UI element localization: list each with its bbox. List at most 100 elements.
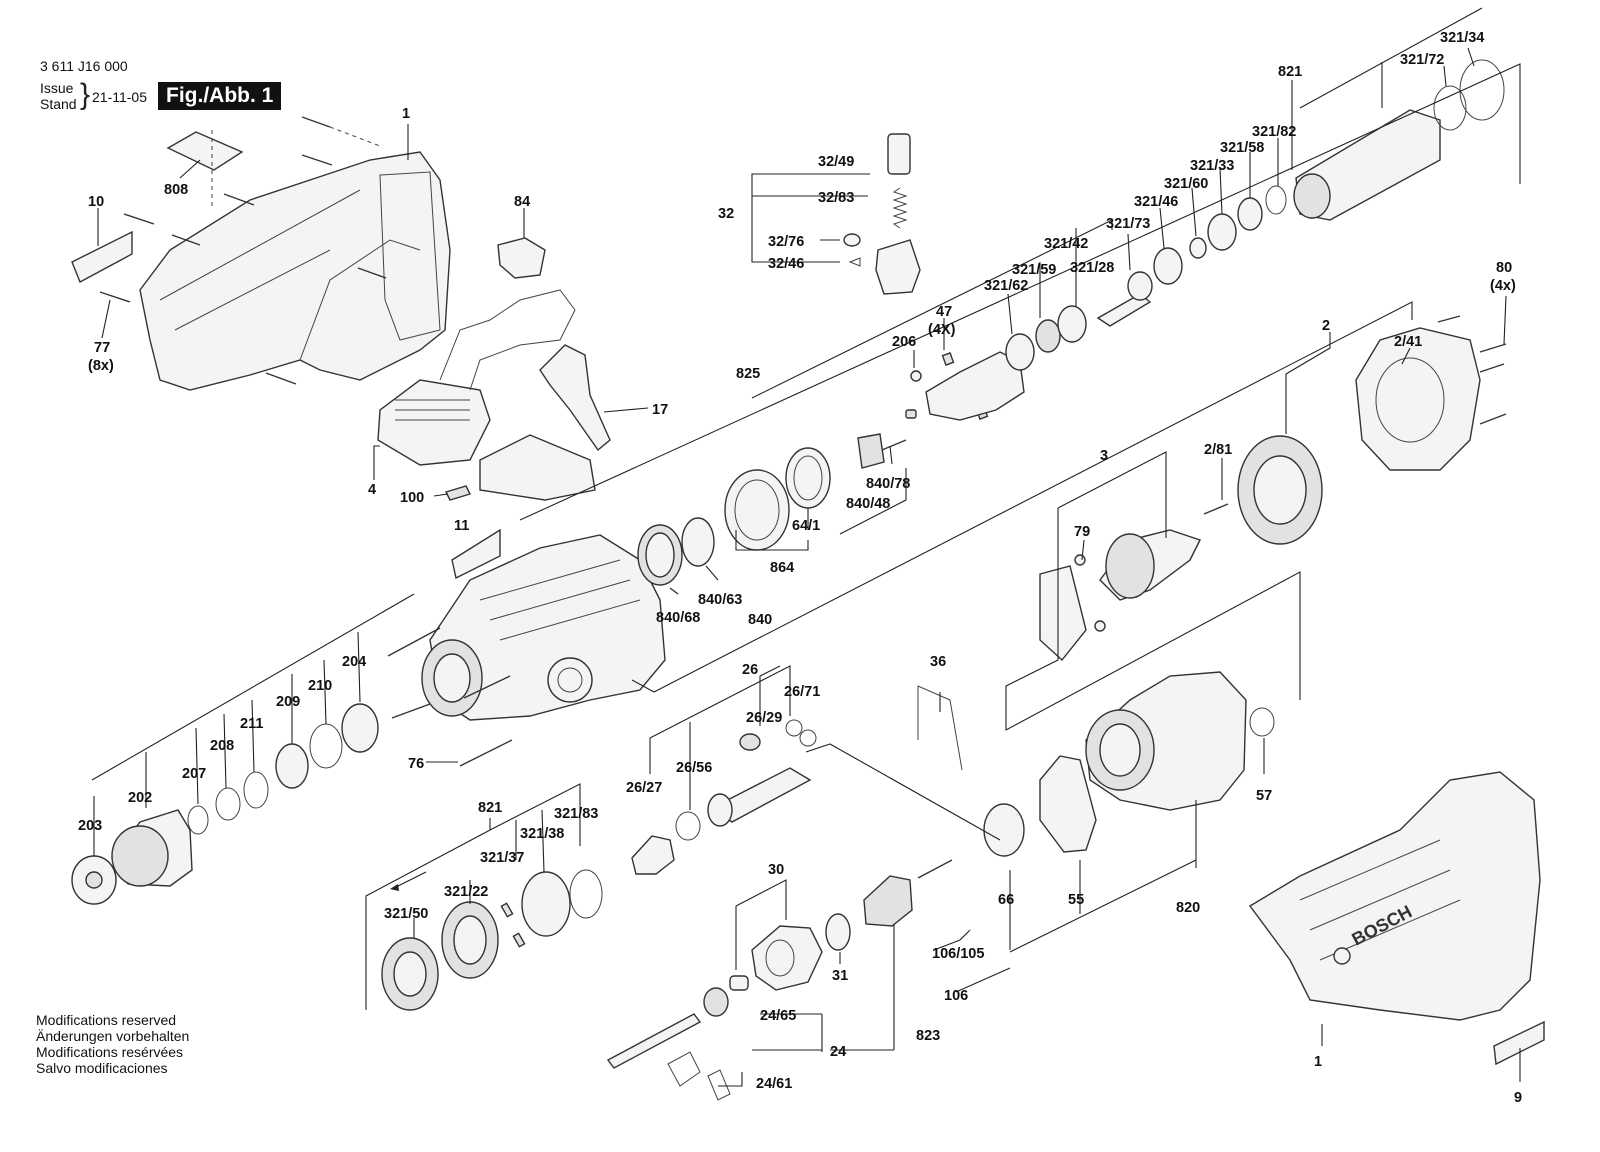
part-label: 1 [402, 106, 410, 122]
part-labels: 1 808 10 77 (8x) 84 17 4 100 11 825 32 3… [78, 30, 1522, 1106]
part-label: 2 [1322, 318, 1330, 334]
housing-half-right [1248, 771, 1541, 1021]
needle-bearing-31 [825, 913, 851, 951]
part-label: 4 [368, 482, 376, 498]
circlip-321-82 [1265, 185, 1287, 215]
part-label: 321/33 [1190, 158, 1234, 174]
part-label: 821 [1278, 64, 1302, 80]
part-label: 321/22 [444, 884, 488, 900]
ring-321-58 [1237, 197, 1263, 231]
part-label: 321/42 [1044, 236, 1088, 252]
part-label: 321/58 [1220, 140, 1264, 156]
issue-brace: } [80, 78, 91, 111]
part-label: 26/56 [676, 760, 712, 776]
part-label: 30 [768, 862, 784, 878]
note-es: Salvo modificaciones [36, 1060, 168, 1076]
note-de: Änderungen vorbehalten [36, 1028, 190, 1044]
note-fr: Modifications resérvées [36, 1044, 184, 1060]
part-label: 36 [930, 654, 946, 670]
oring-57 [1249, 707, 1275, 737]
electronics-module [377, 379, 491, 466]
part-label: 825 [736, 366, 760, 382]
clip-100 [445, 485, 471, 501]
bearing-321-59 [1035, 319, 1061, 353]
part-label: 203 [78, 818, 102, 834]
part-label: 840 [748, 612, 772, 628]
striker-321-73 [1096, 293, 1152, 327]
ring-66 [983, 803, 1025, 857]
part-label: 210 [308, 678, 332, 694]
gear-housing-825 [429, 534, 666, 721]
part-label: 106/105 [932, 946, 984, 962]
part-label: 840/63 [698, 592, 742, 608]
trigger-17 [539, 344, 611, 452]
part-label: 106 [944, 988, 968, 1004]
ring-321-33 [1207, 213, 1237, 251]
part-label: 864 [770, 560, 794, 576]
part-label: 840/78 [866, 476, 910, 492]
part-label: 321/34 [1440, 30, 1484, 46]
gear-823 [863, 875, 913, 927]
part-label: 64/1 [792, 518, 820, 534]
part-label: 211 [240, 716, 263, 732]
washer-209 [275, 743, 309, 789]
part-label: 823 [916, 1028, 940, 1044]
part-label: 57 [1256, 788, 1272, 804]
part-label: 321/46 [1134, 194, 1178, 210]
seal-55 [1039, 755, 1097, 853]
part-label: 840/68 [656, 610, 700, 626]
sleeve-321-28 [1057, 305, 1087, 343]
part-label: 321/72 [1400, 52, 1444, 68]
ring-211 [243, 771, 269, 809]
part-label: 26/71 [784, 684, 820, 700]
eccentric-30 [751, 925, 823, 991]
shaft-24 [606, 1013, 702, 1069]
brush-32-49 [887, 133, 911, 175]
part-label: 2/41 [1394, 334, 1422, 350]
plate-9 [1493, 1020, 1545, 1066]
part-label: (4X) [928, 322, 956, 338]
part-label: 321/73 [1106, 216, 1150, 232]
switch-84 [497, 237, 546, 279]
part-label: (4x) [1490, 278, 1516, 294]
part-label: 24/61 [756, 1076, 792, 1092]
oring-26-56 [675, 811, 701, 841]
issue-date: 21-11-05 [92, 89, 148, 105]
leader-lines [91, 7, 1521, 1087]
washer-321-60 [1189, 237, 1207, 259]
part-label: 321/62 [984, 278, 1028, 294]
part-label: 26/29 [746, 710, 782, 726]
part-label: 24/65 [760, 1008, 796, 1024]
part-label: 321/60 [1164, 176, 1208, 192]
part-label: 209 [276, 694, 300, 710]
note-en: Modifications reserved [36, 1012, 177, 1028]
baffle-plate [1039, 565, 1087, 662]
part-label: 202 [128, 790, 152, 806]
doc-number: 3 611 J16 000 [40, 58, 128, 74]
part-label: 321/83 [554, 806, 598, 822]
circlip-207 [187, 805, 209, 835]
part-label: 31 [832, 968, 848, 984]
part-label: 821 [478, 800, 502, 816]
part-label: 204 [342, 654, 366, 670]
part-label: 208 [210, 738, 234, 754]
parts: BOSCH [71, 59, 1545, 1101]
part-label: 80 [1496, 260, 1512, 276]
needle-bearing-840-63 [681, 517, 715, 567]
part-label: 321/50 [384, 906, 428, 922]
ring-321-72 [1433, 85, 1467, 131]
clip-32-46 [848, 257, 861, 267]
piston-26-27 [631, 835, 675, 875]
washer-64-1 [785, 447, 831, 509]
label-808 [166, 131, 244, 171]
part-label: 47 [936, 304, 952, 320]
part-label: 11 [454, 518, 469, 534]
washer-32-76 [843, 233, 861, 247]
issue-label: Issue [40, 80, 74, 96]
part-label: 32/46 [768, 256, 804, 272]
spring-32-83 [892, 187, 908, 229]
part-label: 100 [400, 490, 424, 506]
plate-11 [451, 528, 501, 580]
